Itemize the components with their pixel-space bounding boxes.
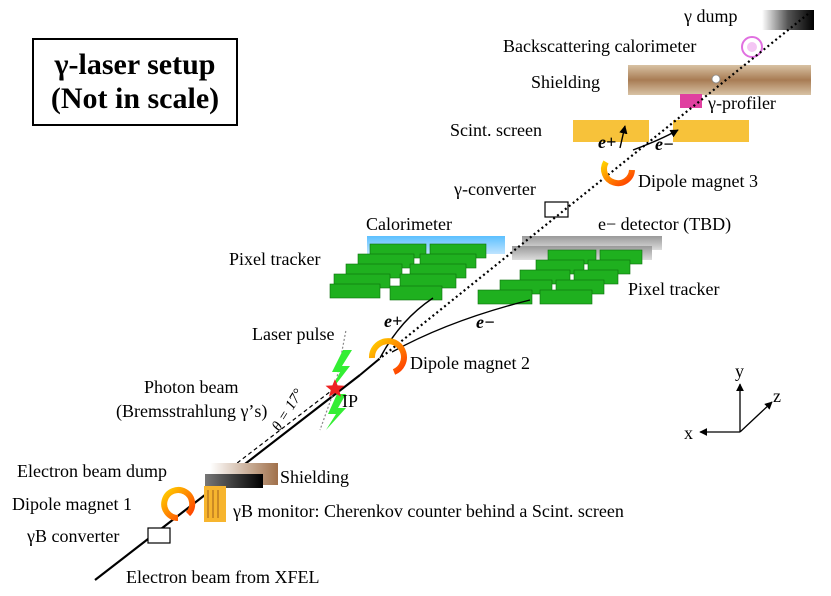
pixel-tracker-right-planes (477, 249, 643, 305)
title-line-1: γ-laser setup (54, 47, 216, 81)
backscattering-calorimeter-ring (741, 36, 763, 58)
electron-track-mid (391, 299, 531, 353)
calorimeter-label: Calorimeter (366, 214, 452, 234)
electron-beam-line-2 (359, 359, 379, 376)
positron-track-top (619, 125, 628, 149)
shielding-top-label: Shielding (531, 72, 601, 92)
electron-beam-dump-label: Electron beam dump (17, 461, 167, 481)
electron-top-label: e− (655, 134, 674, 154)
backscattering-calorimeter-label: Backscattering calorimeter (503, 36, 697, 56)
title-line-2: (Not in scale) (50, 82, 220, 115)
dipole-magnet-2-label: Dipole magnet 2 (410, 353, 530, 373)
dipole-magnet-1-label: Dipole magnet 1 (12, 494, 132, 514)
scint-screen-label: Scint. screen (450, 120, 542, 140)
coordinate-axes (699, 383, 773, 436)
gamma-profiler-block (680, 94, 702, 108)
electron-beam-dump-block (205, 474, 263, 488)
gamma-converter-label: γ-converter (454, 179, 536, 199)
ip-label: IP (342, 391, 359, 411)
photon-beam-label-line1: Photon beam (144, 377, 239, 397)
gamma-dump-label: γ dump (684, 6, 738, 26)
dipole-magnet-3-label: Dipole magnet 3 (638, 171, 758, 191)
laser-bolt-lower (326, 394, 346, 430)
positron-track-mid (379, 297, 434, 359)
pixel-tracker-left-planes (329, 243, 487, 301)
theta-angle-line-2 (319, 387, 336, 431)
gamma-b-converter-box (147, 527, 171, 544)
laser-pulse-label: Laser pulse (252, 324, 335, 344)
gamma-converter-box (544, 201, 569, 218)
bremsstrahlung-dashed-line (214, 387, 336, 481)
pixel-tracker-left-label: Pixel tracker (229, 249, 321, 269)
positron-top-label: e+ (598, 132, 617, 152)
gamma-profiler-label: γ-profiler (708, 93, 776, 113)
positron-mid-label: e+ (384, 311, 403, 331)
gamma-dump-block (762, 10, 814, 30)
electron-beam-source-label: Electron beam from XFEL (126, 567, 320, 587)
shielding-bottom-label: Shielding (280, 467, 350, 487)
gamma-b-monitor-block (204, 486, 226, 522)
ip-star (325, 379, 345, 397)
title-box: γ-laser setup (Not in scale) (32, 38, 238, 126)
electron-track-top (632, 129, 679, 151)
electron-mid-label: e− (476, 312, 495, 332)
shielding-hole (711, 74, 721, 84)
pixel-tracker-right-label: Pixel tracker (628, 279, 720, 299)
e-detector-label: e− detector (TBD) (598, 214, 732, 234)
axis-x-label: x (684, 423, 693, 443)
backscattering-calorimeter-core (747, 42, 757, 52)
dipole-magnet-2-shape (369, 338, 407, 375)
scint-screen-right (673, 120, 749, 142)
dipole-magnet-3-shape (601, 160, 635, 187)
axis-z-label: z (773, 386, 781, 406)
axis-y-label: y (735, 361, 744, 381)
dipole-magnet-1-shape (161, 487, 196, 521)
gamma-b-converter-label: γB converter (27, 526, 120, 546)
scint-screen-left (573, 120, 649, 142)
photon-beam-dotted (377, 13, 809, 361)
gamma-b-monitor-label: γB monitor: Cherenkov counter behind a S… (233, 501, 624, 521)
photon-beam-label-line2: (Bremsstrahlung γ’s) (116, 401, 268, 421)
